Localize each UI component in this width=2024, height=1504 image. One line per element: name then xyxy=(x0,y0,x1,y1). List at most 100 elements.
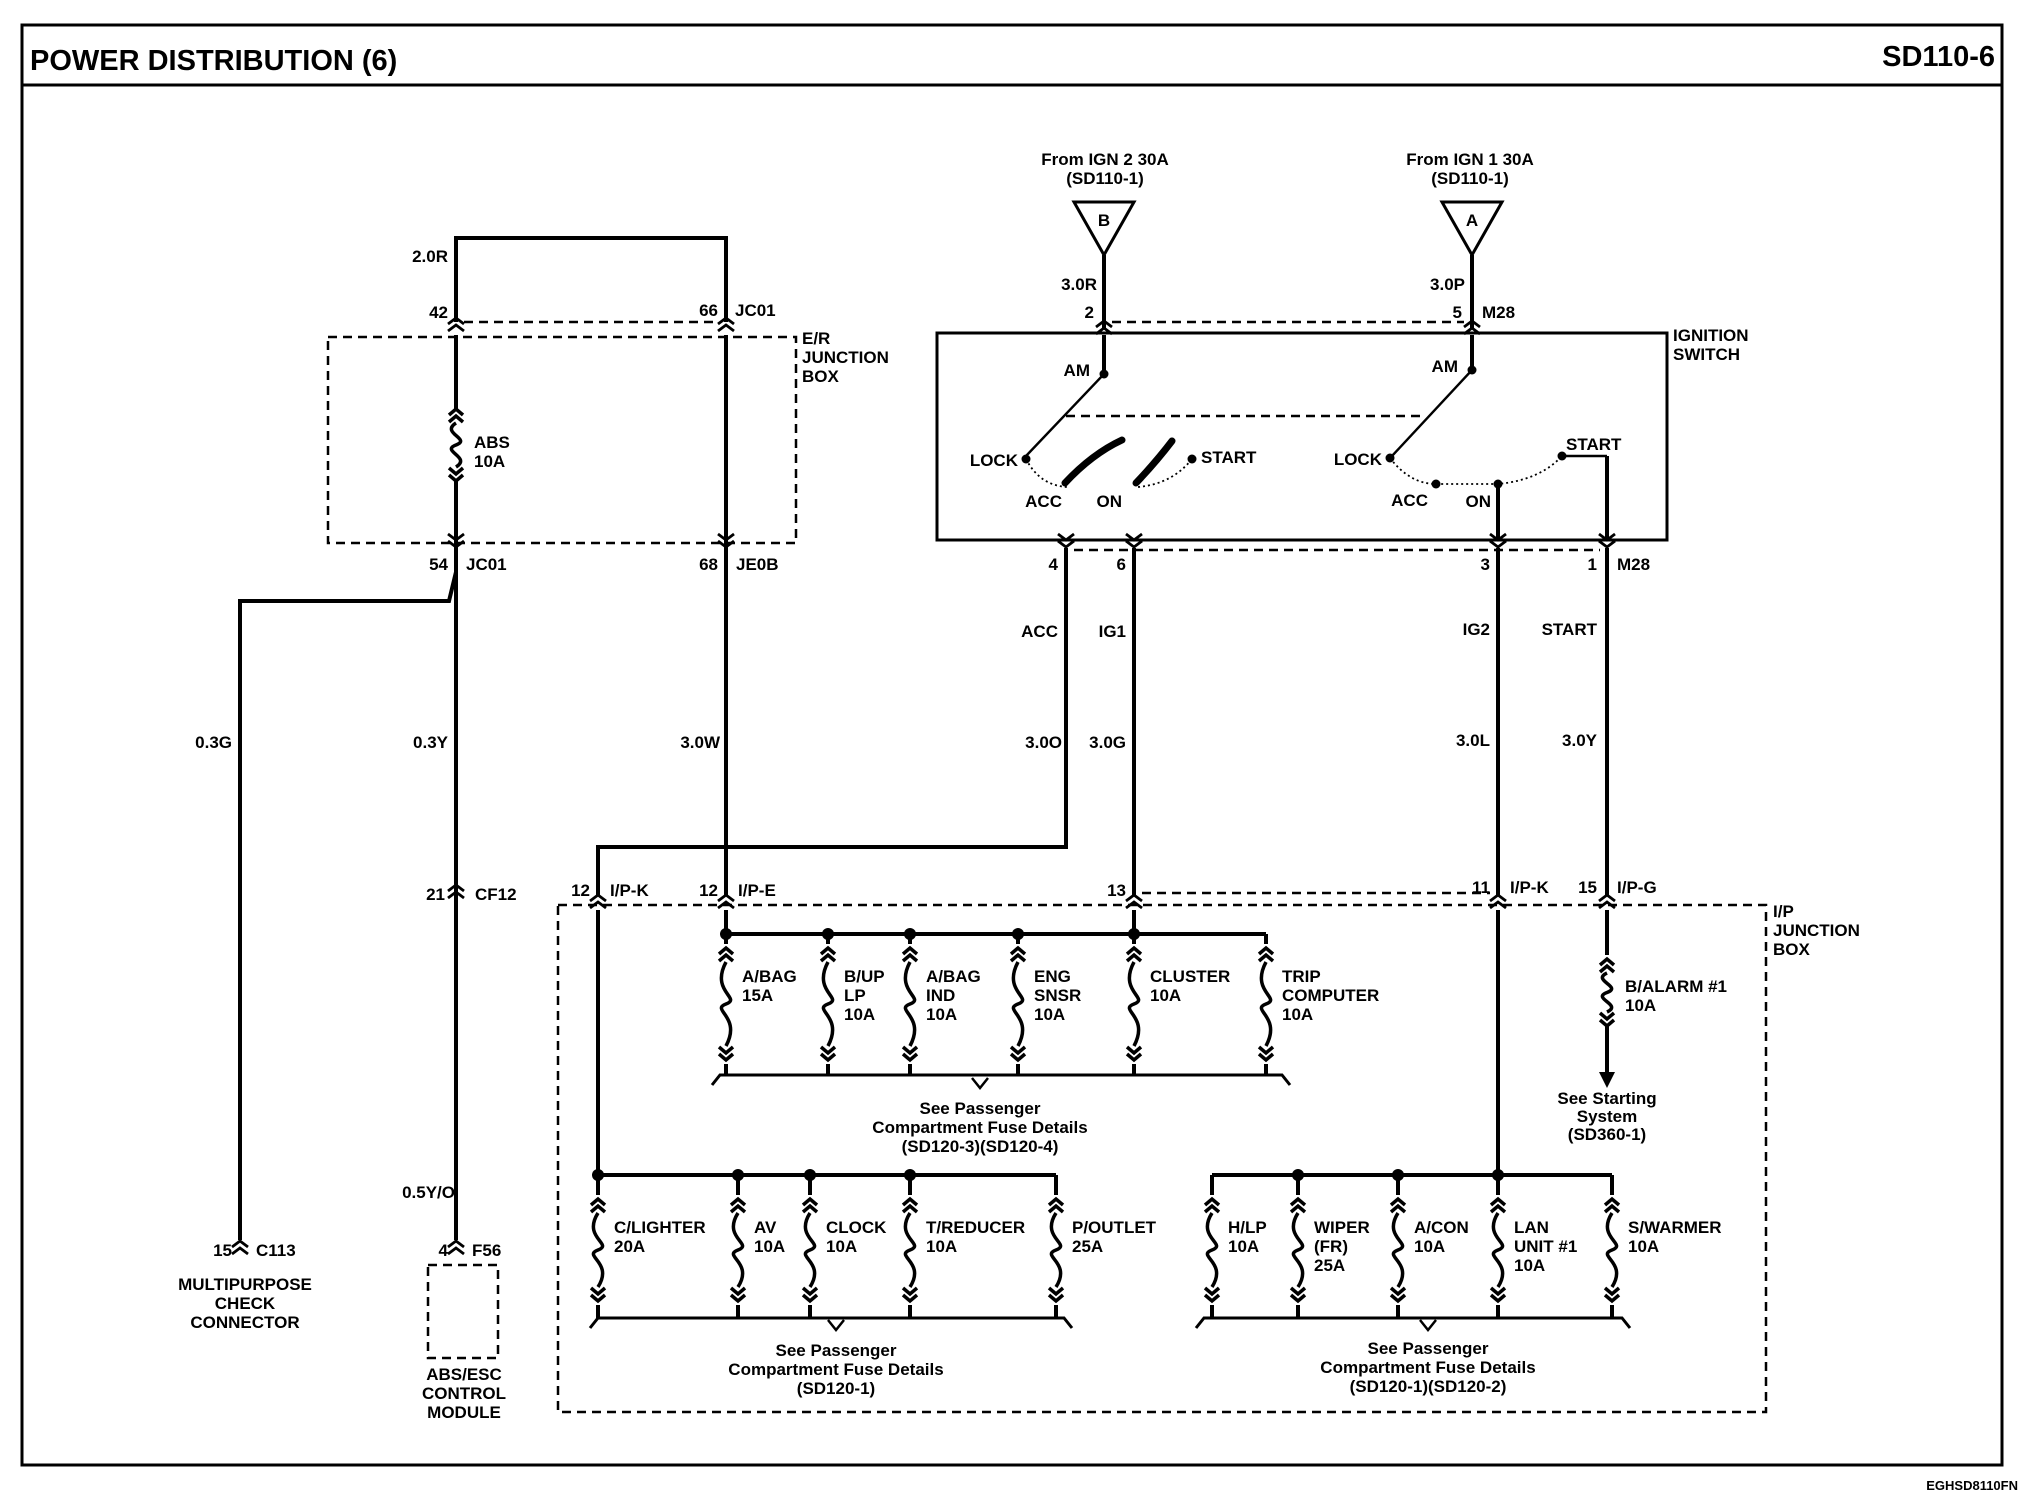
abs-module-label1: ABS/ESC xyxy=(426,1365,502,1384)
note-top-line2: Compartment Fuse Details xyxy=(872,1118,1087,1137)
top-row-fuse-0 xyxy=(717,945,735,1063)
position-arc-right xyxy=(1389,455,1563,485)
switch-blade-right xyxy=(1391,369,1473,457)
top-row-fuse-5-label-2: COMPUTER xyxy=(1282,986,1379,1005)
contact-arc-on xyxy=(1132,437,1176,487)
note-start-line3: (SD360-1) xyxy=(1568,1125,1646,1144)
wire-3-0r-label: 3.0R xyxy=(1061,275,1097,294)
top-row-fuse-3-label-2: SNSR xyxy=(1034,986,1081,1005)
note-top-line1: See Passenger xyxy=(920,1099,1041,1118)
bottom-left-row-fuse-0-label-1: C/LIGHTER xyxy=(614,1218,706,1237)
bottom-left-row-fuse-3 xyxy=(901,1196,919,1304)
bottom-left-row-fuse-1 xyxy=(729,1196,747,1304)
top-row-fuse-5 xyxy=(1257,945,1275,1063)
note-br-line3: (SD120-1)(SD120-2) xyxy=(1350,1377,1507,1396)
bottom-right-row-busbar-output xyxy=(1194,1316,1632,1329)
top-row-fuse-4 xyxy=(1125,945,1143,1063)
chevron-3 xyxy=(1489,532,1507,549)
abs-esc-module-box xyxy=(426,1263,500,1360)
pin-3: 3 xyxy=(1481,555,1490,574)
chevron-f56 xyxy=(447,1239,465,1256)
acc-label-right: ACC xyxy=(1391,491,1428,510)
bottom-left-row-fuse-0-label-2: 20A xyxy=(614,1237,645,1256)
top-row-fuse-0-label-1: A/BAG xyxy=(742,967,797,986)
mpc-label3: CONNECTOR xyxy=(190,1313,299,1332)
contact-arc-acc xyxy=(1061,436,1126,487)
start-label-left: START xyxy=(1201,448,1257,467)
bottom-right-row-splice-2 xyxy=(1392,1169,1404,1181)
chevron-ipk xyxy=(589,893,607,910)
note-br-line2: Compartment Fuse Details xyxy=(1320,1358,1535,1377)
circuit-ig1-label: IG1 xyxy=(1099,622,1126,641)
top-row-fuse-2-label-1: A/BAG xyxy=(926,967,981,986)
chevron-2 xyxy=(1095,319,1113,336)
er-junction-box-outline xyxy=(326,335,798,545)
bottom-left-row-fuse-3-label-1: T/REDUCER xyxy=(926,1218,1025,1237)
connector-ipe: I/P-E xyxy=(738,881,776,900)
bottom-right-row-fuse-0 xyxy=(1203,1196,1221,1304)
source-b-line2: (SD110-1) xyxy=(1066,169,1143,188)
bottom-right-row-fuse-4 xyxy=(1603,1196,1621,1304)
bottom-left-row-fuse-4 xyxy=(1047,1196,1065,1304)
note-bl-pointer xyxy=(827,1319,845,1333)
start-label-right: START xyxy=(1566,435,1622,454)
top-row-fuse-5-label-1: TRIP xyxy=(1282,967,1321,986)
source-b: From IGN 2 30A (SD110-1) B 3.0R xyxy=(1041,150,1169,294)
footer-ref: EGHSD8110FN xyxy=(1926,1478,2018,1493)
ignition-switch-label2: SWITCH xyxy=(1673,345,1740,364)
bottom-right-row-fuse-0-label-1: H/LP xyxy=(1228,1218,1267,1237)
circuit-acc-label: ACC xyxy=(1021,622,1058,641)
ignition-switch: IGNITION SWITCH 2 5 M28 AM LOCK START AC… xyxy=(935,303,1749,574)
source-b-triangle xyxy=(1071,200,1137,259)
ignition-switch-body xyxy=(935,331,1669,542)
top-row-fuse-1 xyxy=(819,945,837,1063)
bottom-right-row-fuse-3-label-2: UNIT #1 xyxy=(1514,1237,1577,1256)
chevron-66 xyxy=(717,316,735,333)
wire-0-3y-label: 0.3Y xyxy=(413,733,449,752)
lock-label-right: LOCK xyxy=(1334,450,1383,469)
connector-jc01-top: JC01 xyxy=(735,301,776,320)
switch-blade-left xyxy=(1025,373,1105,457)
note-br-pointer xyxy=(1419,1319,1437,1333)
mpc-label2: CHECK xyxy=(215,1294,276,1313)
top-row-splice-1 xyxy=(822,928,834,940)
pin-42: 42 xyxy=(429,303,448,322)
top-row-splice-2 xyxy=(904,928,916,940)
source-a: From IGN 1 30A (SD110-1) A 3.0P xyxy=(1406,150,1534,294)
wire-3-0g-label: 3.0G xyxy=(1089,733,1126,752)
top-row-fuse-2-label-2: IND xyxy=(926,986,955,1005)
top-row-fuse-0-label-2: 15A xyxy=(742,986,773,1005)
bottom-left-row-splice-2 xyxy=(804,1169,816,1181)
ip-pin-13: 13 xyxy=(1107,881,1126,900)
ip-junction-box-outline xyxy=(556,903,1768,1414)
bottom-left-row-fuse-1-label-1: AV xyxy=(754,1218,777,1237)
bottom-right-row-fuse-3-label-3: 10A xyxy=(1514,1256,1545,1275)
wire-3-0y-label: 3.0Y xyxy=(1562,731,1598,750)
wire-3-0o-label: 3.0O xyxy=(1025,733,1062,752)
bottom-right-row-fuse-1 xyxy=(1289,1196,1307,1304)
diagram-frame xyxy=(20,23,2004,1467)
ipe-pin: 12 xyxy=(699,881,718,900)
top-row-fuse-5-label-3: 10A xyxy=(1282,1005,1313,1024)
source-a-letter: A xyxy=(1466,211,1478,230)
er-box-label2: JUNCTION xyxy=(802,348,889,367)
c113-pin: 15 xyxy=(213,1241,232,1260)
bottom-left-row-fuse-0 xyxy=(589,1196,607,1304)
page-code: SD110-6 xyxy=(1882,41,1995,73)
chevron-68 xyxy=(717,532,735,549)
ip-box-label1: I/P xyxy=(1773,902,1794,921)
pin-2: 2 xyxy=(1085,303,1094,322)
source-a-triangle xyxy=(1439,200,1505,259)
note-bl-line1: See Passenger xyxy=(776,1341,897,1360)
er-box-label3: BOX xyxy=(802,367,840,386)
bottom-left-row-busbar-output xyxy=(588,1316,1074,1329)
top-row-fuse-3-label-3: 10A xyxy=(1034,1005,1065,1024)
mpc-label1: MULTIPURPOSE xyxy=(178,1275,312,1294)
fuse-layer: A/BAG15AB/UPLP10AA/BAGIND10AENGSNSR10ACL… xyxy=(447,406,1722,1333)
ignition-switch-label1: IGNITION xyxy=(1673,326,1749,345)
top-row-fuse-1-label-2: LP xyxy=(844,986,866,1005)
bottom-left-row-splice-0 xyxy=(592,1169,604,1181)
bottom-left-row-fuse-3-label-2: 10A xyxy=(926,1237,957,1256)
note-top-line3: (SD120-3)(SD120-4) xyxy=(902,1137,1059,1156)
